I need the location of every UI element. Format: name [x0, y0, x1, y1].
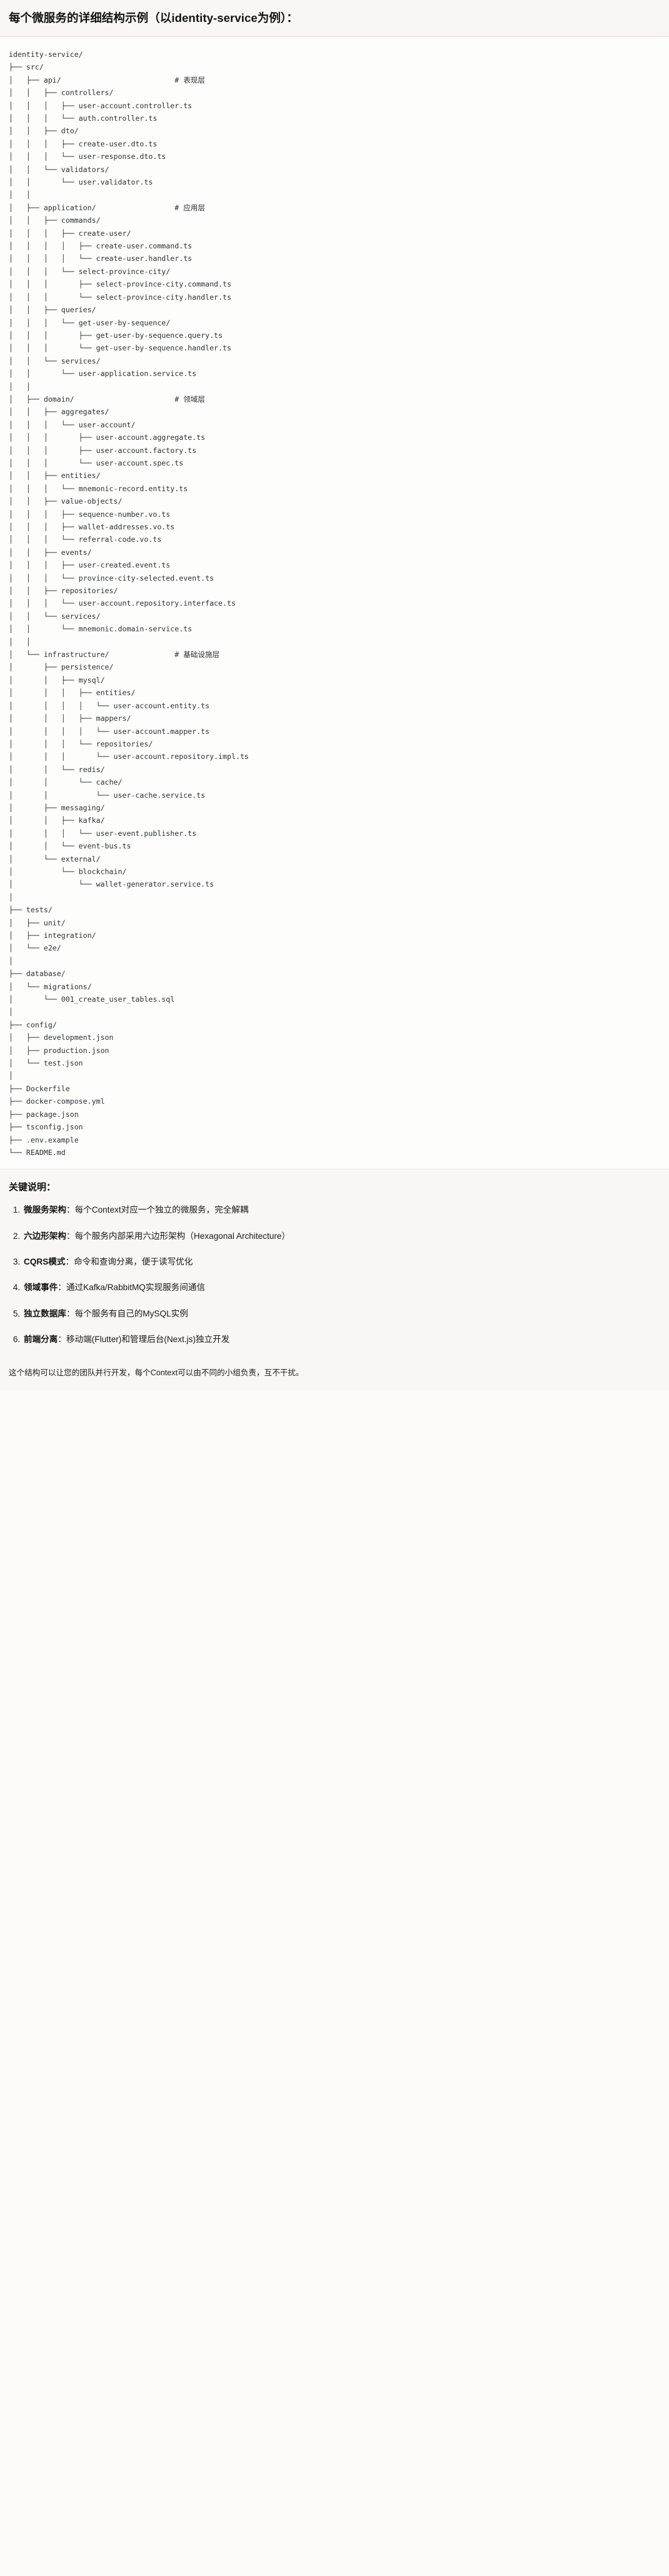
key-description: 命令和查询分离，便于读写优化 [74, 1257, 193, 1267]
key-separator: ： [58, 1335, 66, 1345]
list-item: 前端分离：移动端(Flutter)和管理后台(Next.js)独立开发 [23, 1333, 660, 1346]
key-points-title: 关键说明： [9, 1182, 56, 1193]
directory-tree: identity-service/ ├── src/ │ ├── api/ # … [9, 49, 249, 1157]
key-description: 移动端(Flutter)和管理后台(Next.js)独立开发 [66, 1335, 230, 1345]
key-separator: ： [66, 1308, 75, 1318]
list-item: 领域事件：通过Kafka/RabbitMQ实现服务间通信 [23, 1281, 660, 1294]
document-header: 每个微服务的详细结构示例（以identity-service为例）： [0, 0, 669, 37]
list-item: CQRS模式：命令和查询分离，便于读写优化 [23, 1256, 660, 1268]
closing-section: 这个结构可以让您的团队并行开发，每个Context可以由不同的小组负责，互不干扰… [0, 1363, 669, 1390]
key-points-section: 关键说明： 微服务架构：每个Context对应一个独立的微服务，完全解耦 六边形… [0, 1169, 669, 1364]
key-term: 微服务架构 [24, 1205, 66, 1215]
key-term: CQRS模式 [24, 1257, 66, 1267]
key-term: 六边形架构 [24, 1231, 66, 1241]
document-page: 每个微服务的详细结构示例（以identity-service为例）： ident… [0, 0, 669, 1390]
list-item: 六边形架构：每个服务内部采用六边形架构（Hexagonal Architectu… [23, 1230, 660, 1243]
key-description: 每个Context对应一个独立的微服务，完全解耦 [74, 1205, 249, 1215]
page-title: 每个微服务的详细结构示例（以identity-service为例）： [9, 11, 298, 24]
closing-paragraph: 这个结构可以让您的团队并行开发，每个Context可以由不同的小组负责，互不干扰… [9, 1368, 304, 1377]
list-item: 微服务架构：每个Context对应一个独立的微服务，完全解耦 [23, 1204, 660, 1216]
key-description: 每个服务内部采用六边形架构（Hexagonal Architecture） [74, 1231, 291, 1241]
key-separator: ： [58, 1283, 66, 1293]
key-separator: ： [66, 1231, 75, 1241]
key-description: 每个服务有自己的MySQL实例 [74, 1308, 188, 1318]
key-points-list: 微服务架构：每个Context对应一个独立的微服务，完全解耦 六边形架构：每个服… [9, 1204, 660, 1346]
key-separator: ： [66, 1205, 75, 1215]
key-term: 领域事件 [24, 1283, 58, 1293]
list-item: 独立数据库：每个服务有自己的MySQL实例 [23, 1308, 660, 1320]
directory-tree-block: identity-service/ ├── src/ │ ├── api/ # … [0, 36, 669, 1170]
key-description: 通过Kafka/RabbitMQ实现服务间通信 [66, 1283, 206, 1293]
key-term: 前端分离 [24, 1335, 58, 1345]
key-separator: ： [65, 1257, 74, 1267]
key-term: 独立数据库 [24, 1308, 66, 1318]
